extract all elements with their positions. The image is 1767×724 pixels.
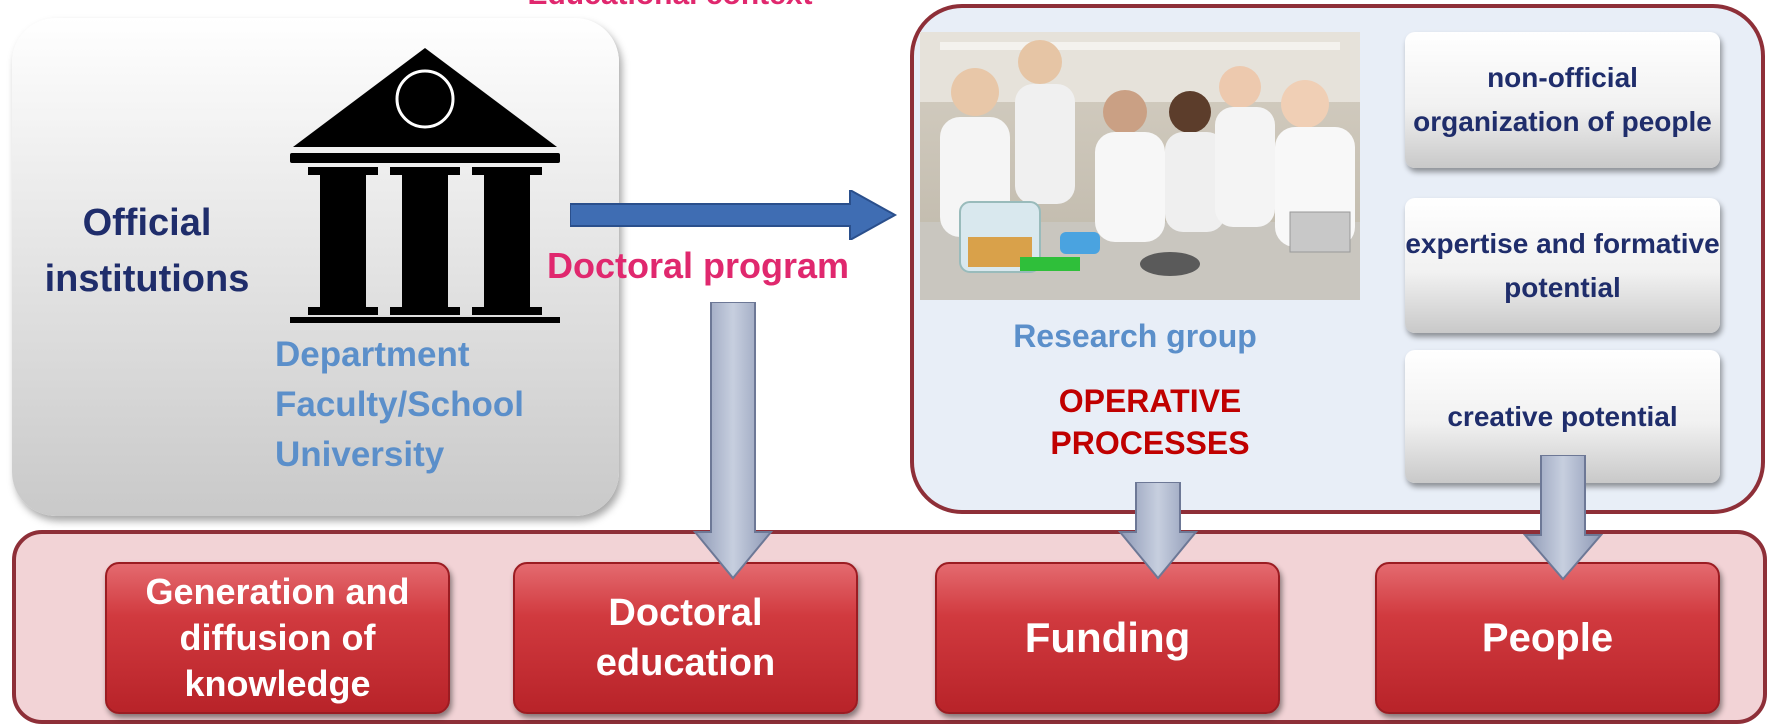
outcome-doctoral-education: Doctoral education [513, 562, 858, 714]
operative-line-2: PROCESSES [1050, 425, 1250, 461]
research-group-label: Research group [1013, 318, 1257, 354]
outcome-funding: Funding [935, 562, 1280, 714]
operative-processes-label: OPERATIVE PROCESSES [1000, 380, 1300, 464]
card-non-official-organization: non-official organization of people [1405, 32, 1720, 168]
unit-faculty-school: Faculty/School [275, 385, 524, 424]
official-label-line-1: Official [82, 202, 212, 244]
official-institutions-label: Official institutions [22, 195, 272, 307]
outcome-people: People [1375, 562, 1720, 714]
right-arrow-icon [570, 190, 898, 240]
down-arrow-people-icon [1523, 455, 1603, 581]
operative-line-1: OPERATIVE [1058, 383, 1242, 419]
card-expertise-formative: expertise and formative potential [1405, 198, 1720, 333]
unit-department: Department [275, 335, 470, 374]
top-title: Educational context [455, 0, 885, 10]
research-group-photo [920, 32, 1360, 300]
unit-university: University [275, 435, 445, 474]
down-arrow-funding-icon [1118, 482, 1198, 580]
official-label-line-2: institutions [44, 258, 250, 300]
outcome-generation-diffusion: Generation and diffusion of knowledge [105, 562, 450, 714]
university-building-icon [290, 48, 560, 323]
down-arrow-doctoral-icon [693, 302, 773, 580]
institution-units-list: Department Faculty/School University [275, 330, 575, 480]
doctoral-program-label: Doctoral program [547, 245, 850, 286]
